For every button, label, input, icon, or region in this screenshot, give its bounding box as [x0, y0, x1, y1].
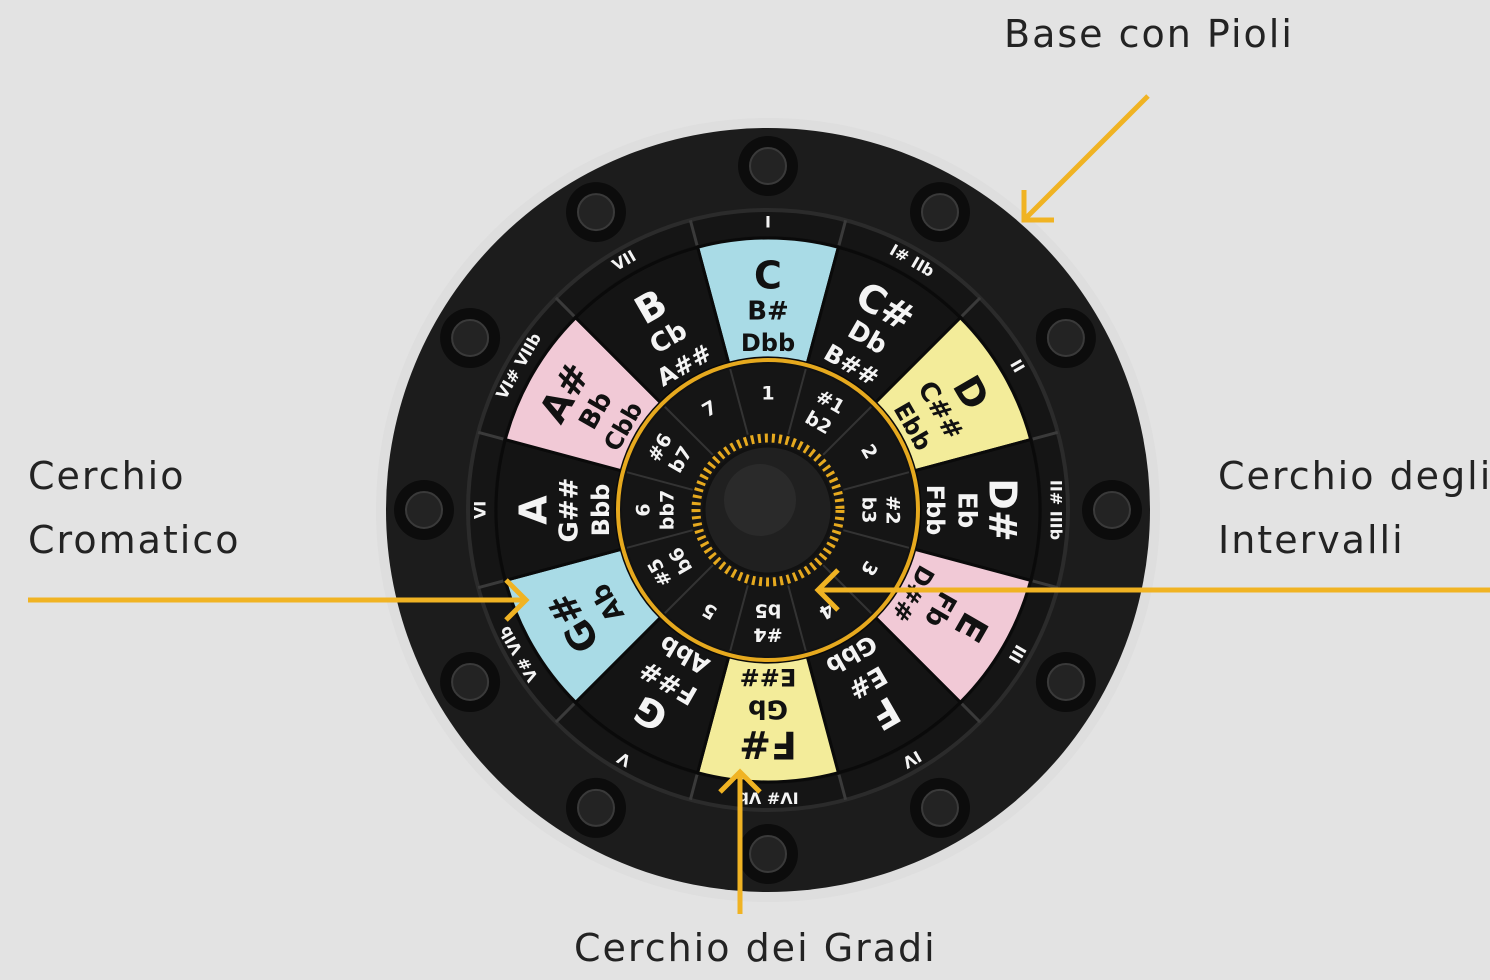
label-base-with-pegs: Base con Pioli [1004, 12, 1294, 56]
interval-label: b3 [858, 497, 880, 524]
peg [738, 824, 798, 884]
interval-divider [626, 529, 693, 549]
note-label: F# [739, 723, 797, 767]
degree-label: VI [471, 501, 490, 519]
interval-divider [664, 406, 714, 456]
peg [566, 777, 626, 838]
interval-label: b5 [755, 600, 782, 622]
degree-divider [477, 430, 504, 441]
interval-dividers [626, 368, 910, 652]
note-label: Fbb [921, 485, 949, 536]
interval-label: 1 [761, 383, 774, 405]
degree-divider [960, 296, 982, 318]
interval-divider [787, 368, 807, 435]
peg [566, 182, 626, 243]
pegs-group [394, 136, 1142, 884]
interval-divider [843, 471, 910, 491]
label-chromatic-line1: Cerchio [28, 454, 186, 498]
arrow-chromatic [28, 578, 530, 622]
peg [1035, 308, 1096, 368]
peg [1082, 480, 1142, 540]
interval-divider [729, 585, 749, 652]
interval-label: #4 [753, 624, 782, 646]
degree-divider [688, 774, 699, 801]
peg [440, 652, 501, 712]
note-label: G## [555, 478, 585, 543]
note-label: E## [740, 663, 797, 691]
arrow-intervals [814, 568, 1490, 612]
note-label: Dbb [741, 329, 795, 357]
degree-divider [477, 579, 504, 590]
note-label: Eb [952, 492, 982, 528]
degree-divider [837, 774, 848, 801]
degree-divider [1032, 579, 1059, 590]
chromatic-sectors [494, 236, 1042, 784]
degree-label: II# IIIb [1047, 480, 1066, 540]
center-knob-ring [691, 433, 845, 587]
interval-divider [787, 585, 807, 652]
peg [910, 182, 970, 243]
degree-divider [837, 219, 848, 246]
center-knob-highlight [724, 464, 796, 536]
degree-label: I [765, 213, 771, 232]
peg [910, 777, 970, 838]
degree-divider [554, 296, 576, 318]
peg [1035, 652, 1096, 712]
degree-divider [1032, 430, 1059, 441]
note-label: C [754, 254, 782, 298]
arrow-base [1021, 94, 1150, 223]
interval-divider [664, 564, 714, 614]
interval-divider [626, 471, 693, 491]
peg [738, 136, 798, 196]
note-label: Bbb [587, 484, 615, 537]
label-intervals-line2: Intervalli [1218, 518, 1405, 562]
interval-label: #2 [882, 495, 904, 524]
interval-divider [729, 368, 749, 435]
note-label: Gb [748, 694, 788, 724]
interval-divider [843, 529, 910, 549]
note-label: D# [981, 478, 1025, 541]
peg [440, 308, 501, 368]
peg [394, 480, 454, 540]
degree-divider [554, 702, 576, 724]
note-label: B# [747, 297, 789, 327]
interval-label: 6 [633, 503, 655, 516]
degree-label: IV# Vb [737, 789, 798, 808]
arrow-degrees [718, 768, 762, 914]
interval-label: bb7 [657, 490, 679, 530]
degree-divider [688, 219, 699, 246]
note-label: A [512, 495, 556, 525]
label-chromatic-line2: Cromatico [28, 518, 241, 562]
interval-divider [822, 406, 872, 456]
degree-divider [960, 702, 982, 724]
label-degrees: Cerchio dei Gradi [574, 926, 937, 970]
interval-ring-border [616, 358, 920, 662]
degree-dividers [477, 219, 1059, 801]
label-intervals-line1: Cerchio degli [1218, 454, 1490, 498]
